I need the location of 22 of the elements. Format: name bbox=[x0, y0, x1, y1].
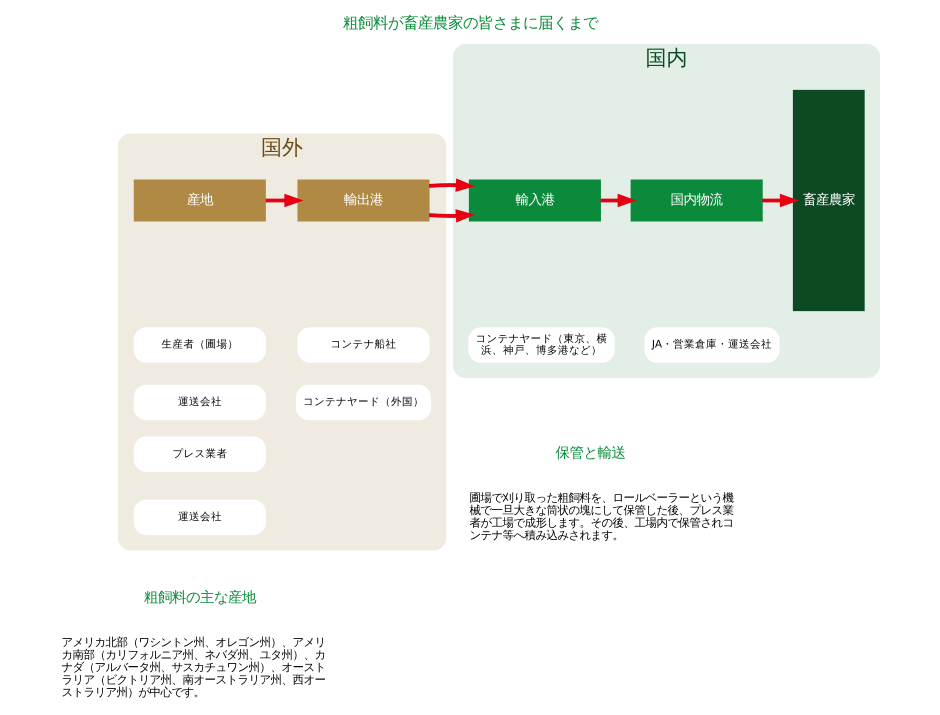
node-box: プレス業者 bbox=[133, 436, 266, 472]
arrow bbox=[600, 194, 636, 208]
arrow bbox=[428, 178, 474, 223]
arrow bbox=[762, 194, 799, 208]
arrow bbox=[265, 194, 304, 208]
node-box: JA・営業倉庫・運送会社 bbox=[644, 327, 779, 363]
label: 保管と輸送 bbox=[554, 446, 625, 462]
node-box: 国内物流 bbox=[630, 179, 762, 222]
label: 圃場で刈り取った粗飼料を、ロールベーラーという機械で一旦大きな筒状の塊にして保管した後、プレス業者が工場で成形します。その後、工場内で保管されコンテナ等へ積み込みされます。 bbox=[468, 490, 733, 542]
label: 粗飼料の主な産地 bbox=[143, 590, 256, 606]
node-box: 産地 bbox=[133, 179, 266, 222]
node-box: コンテナヤード（外国） bbox=[296, 384, 430, 420]
node-box: 運送会社 bbox=[133, 384, 266, 420]
node-box: コンテナ船社 bbox=[296, 327, 430, 363]
node-box: 輸入港 bbox=[468, 179, 600, 222]
label: アメリカ北部（ワシントン州、オレゴン州）、アメリカ南部（カリフォルニア州、ネバダ州、ユタ州）、カナダ（アルバータ州、サスカチュワン州）、オーストラリア（ビクトリア州、南オーストラリア州、西オーストラリア州）が中心です。 bbox=[60, 635, 325, 700]
node-box: 畜産農家 bbox=[792, 90, 864, 312]
node-box: コンテナヤード（東京、横浜、神戸、博多港など） bbox=[468, 327, 614, 363]
node-box: 運送会社 bbox=[133, 500, 266, 536]
node-box: 輸出港 bbox=[296, 179, 430, 222]
diagram-title: 粗飼料が畜産農家の皆さまに届くまで bbox=[342, 14, 598, 32]
node-box: 生産者（圃場） bbox=[133, 327, 266, 363]
